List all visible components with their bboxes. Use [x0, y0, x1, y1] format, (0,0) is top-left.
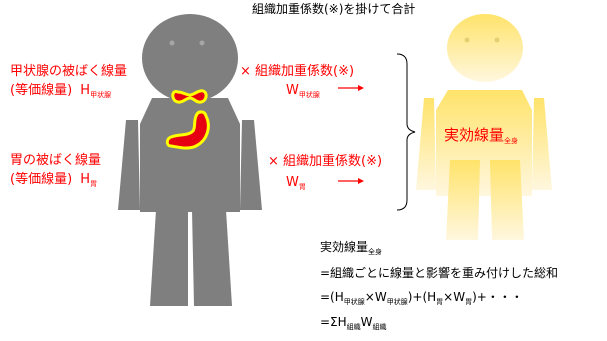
h-subscript: 胃	[90, 180, 98, 188]
equivalent-dose-text: (等価線量)	[10, 83, 73, 98]
w-subscript: 甲状腺	[298, 91, 320, 99]
thyroid-equivalent-dose: (等価線量) H甲状腺	[10, 83, 111, 100]
formula-subscript: 全身	[368, 248, 383, 256]
gray-left-leg	[150, 210, 188, 306]
h-subscript: 甲状腺	[90, 91, 112, 99]
formula-w: W	[360, 315, 373, 329]
thyroid-dose-label: 甲状腺の被ばく線量	[10, 64, 128, 79]
formula-w: W	[453, 290, 466, 304]
w-letter: W	[286, 83, 299, 98]
gray-torso	[140, 98, 240, 212]
arrow-stomach	[338, 178, 364, 184]
formula-line-3: =(H甲状腺×W甲状腺)+(H胃×W胃)+・・・	[320, 290, 523, 307]
gray-head	[142, 14, 238, 102]
formula-w: W	[374, 290, 387, 304]
thyroid-h-symbol: H甲状腺	[80, 83, 112, 99]
w-subscript: 胃	[298, 183, 306, 191]
formula-sigma-h: =ΣH	[320, 315, 347, 329]
formula-line-4: =ΣH組織W組織	[320, 315, 387, 332]
glow-left-leg	[446, 160, 480, 240]
stomach-equivalent-dose: (等価線量) H胃	[10, 172, 97, 189]
gray-right-arm	[240, 120, 262, 210]
effective-dose-text: 実効線量	[444, 126, 505, 144]
thyroid-weight-label: × 組織加重係数(※)	[240, 64, 355, 79]
glow-left-arm	[416, 98, 436, 190]
formula-subscript: 甲状腺	[386, 298, 408, 306]
thyroid-organ	[171, 89, 208, 104]
gray-right-eye	[199, 40, 205, 46]
effective-dose-label: 実効線量全身	[444, 126, 518, 147]
thyroid-w-symbol: W甲状腺	[286, 83, 320, 100]
gray-human-figure	[118, 14, 262, 306]
arrow-thyroid	[338, 85, 364, 91]
effective-dose-subscript: 全身	[504, 137, 519, 145]
effective-dose-figure	[416, 14, 552, 240]
equivalent-dose-text: (等価線量)	[10, 172, 73, 187]
w-letter: W	[286, 175, 299, 190]
gray-left-arm	[118, 120, 140, 210]
glow-right-leg	[490, 160, 524, 240]
formula-subscript: 組織	[346, 323, 361, 331]
h-letter: H	[80, 83, 91, 98]
formula-effective-dose: 実効線量	[320, 240, 369, 254]
formula-line-2: =組織ごとに線量と影響を重み付けした総和	[320, 266, 559, 280]
sum-brace	[396, 53, 416, 211]
stomach-organ	[165, 110, 210, 150]
formula-h: H	[427, 290, 437, 304]
stomach-h-symbol: H胃	[80, 172, 98, 188]
gray-right-leg	[192, 210, 232, 306]
formula-subscript: 甲状腺	[343, 298, 365, 306]
formula-subscript: 組織	[372, 323, 387, 331]
formula-h: H	[334, 290, 344, 304]
glow-right-arm	[532, 98, 552, 190]
formula-times: ×	[364, 290, 375, 304]
formula-text: =(	[320, 290, 335, 304]
glow-head	[447, 14, 523, 82]
formula-line-1: 実効線量全身	[320, 240, 382, 257]
h-letter: H	[80, 172, 91, 187]
formula-subscript: 胃	[436, 298, 444, 306]
stomach-w-symbol: W胃	[286, 175, 306, 192]
sum-caption: 組織加重係数(※)を掛けて合計	[252, 2, 416, 16]
formula-text: )+(	[407, 290, 428, 304]
formula-times: ×	[443, 290, 454, 304]
glow-left-eye	[464, 37, 470, 43]
glow-right-eye	[494, 37, 500, 43]
formula-text: )+・・・	[472, 290, 523, 304]
gray-left-eye	[169, 40, 175, 46]
stomach-dose-label: 胃の被ばく線量	[10, 153, 102, 168]
stomach-weight-label: × 組織加重係数(※)	[268, 154, 383, 169]
formula-subscript: 胃	[465, 298, 473, 306]
